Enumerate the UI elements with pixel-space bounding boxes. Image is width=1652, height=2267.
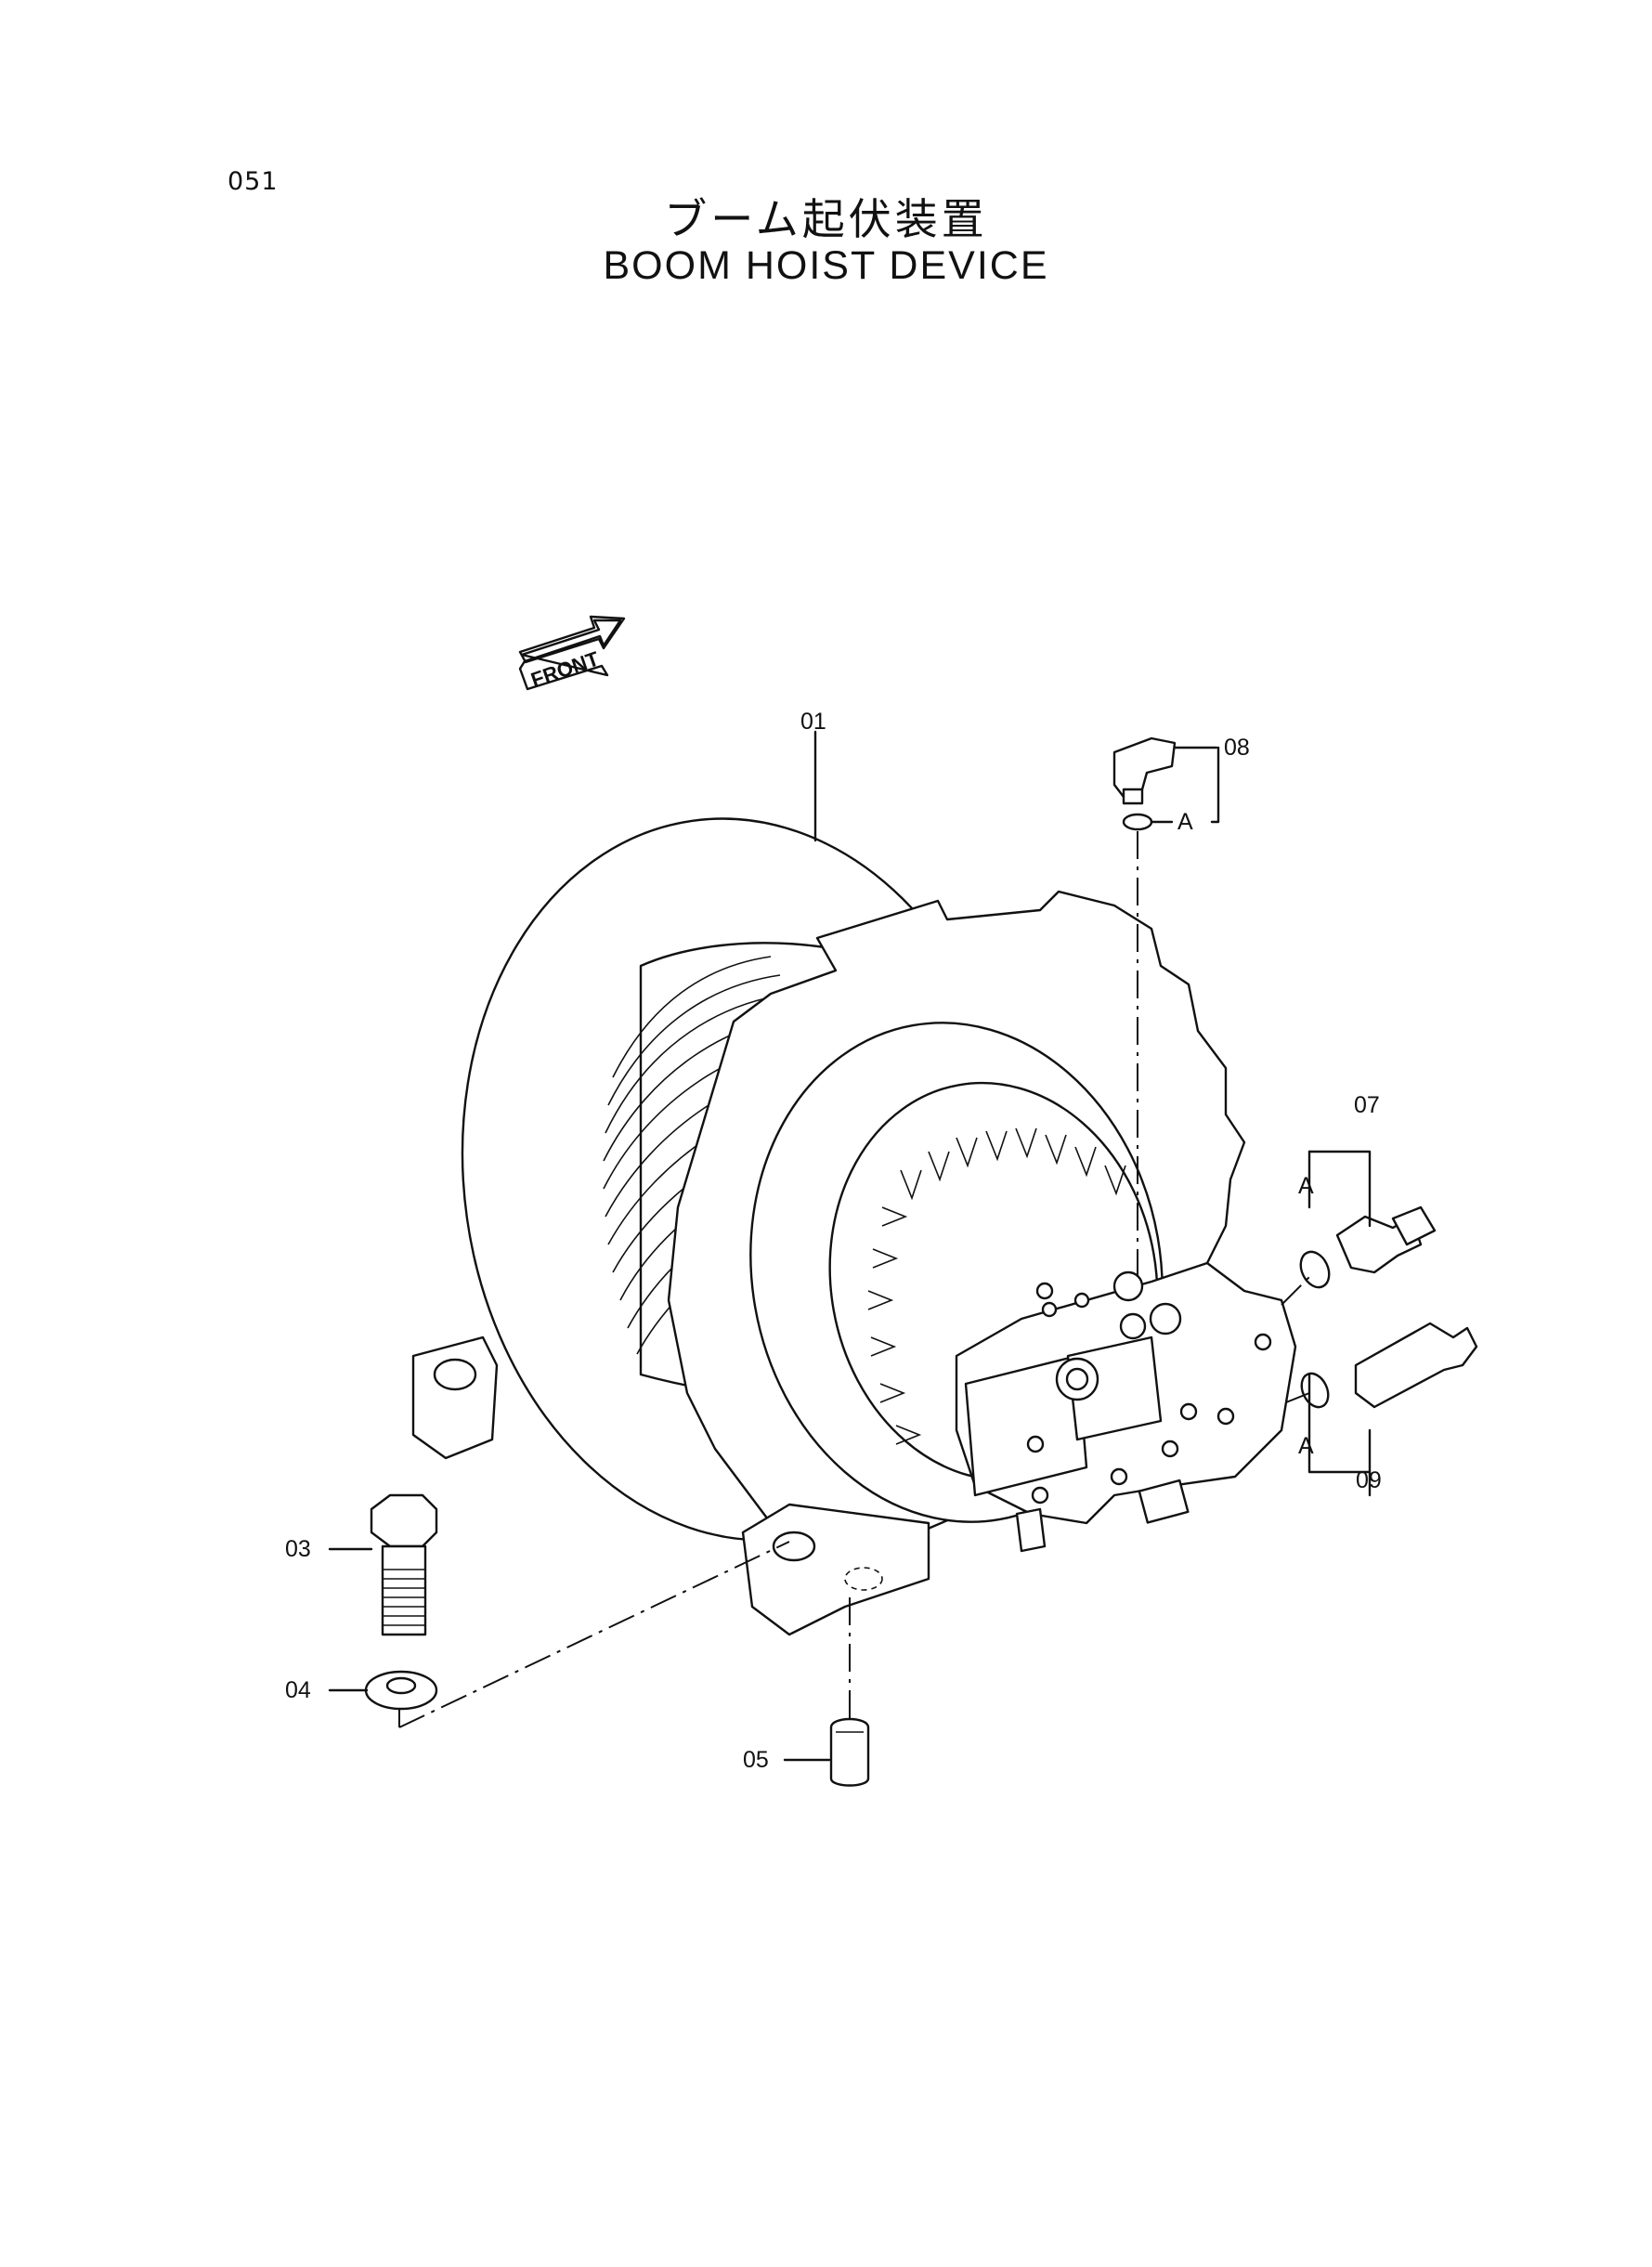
front-label: FRONT [527,646,602,691]
washer-part-04 [364,1670,438,1711]
title-english: BOOM HOIST DEVICE [603,243,1049,288]
winch-drum-assembly [411,817,1246,1636]
bolt-part-03 [370,1493,438,1636]
elbow-part-08 [1112,736,1177,831]
callout-05: 05 [743,1747,769,1773]
page-number: 051 [228,167,279,196]
ref-mark-a-08: A [1177,809,1193,835]
leader-lines [328,730,1372,1762]
adapter-part-09 [1300,1322,1478,1409]
callout-09: 09 [1356,1467,1382,1493]
ref-mark-a-07: A [1298,1173,1314,1199]
title-japanese: ブーム起伏装置 [664,194,988,244]
ring-teeth [867,1127,1126,1445]
callout-03: 03 [285,1536,311,1562]
hydraulic-motor-block [955,1261,1297,1553]
callout-01: 01 [800,709,826,735]
ref-mark-a-09: A [1298,1433,1314,1459]
connector-part-07 [1299,1205,1437,1289]
callout-08: 08 [1224,735,1250,761]
callout-07: 07 [1354,1092,1380,1118]
front-arrow-icon: FRONT [518,615,626,692]
pin-part-05 [829,1717,870,1787]
callout-04: 04 [285,1677,311,1703]
